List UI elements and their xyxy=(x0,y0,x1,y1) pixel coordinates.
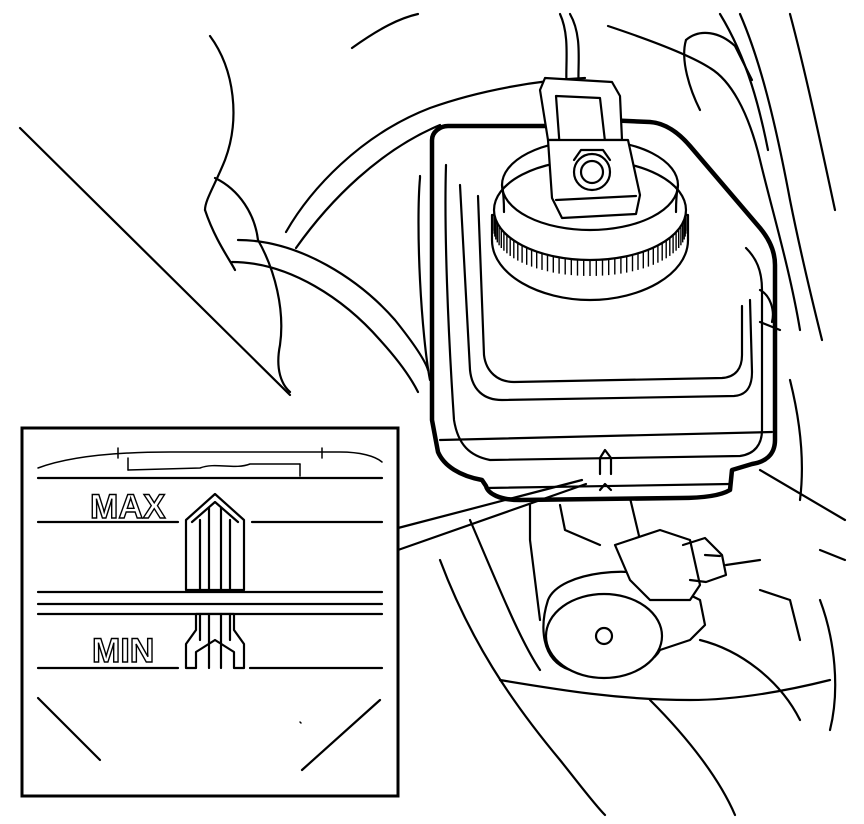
level-marker-symbol xyxy=(184,492,246,670)
max-level-label: MAX xyxy=(90,488,166,526)
min-level-label: MIN xyxy=(92,632,154,670)
inset-detail xyxy=(20,426,400,798)
master-cylinder xyxy=(528,496,762,680)
engine-bay-background xyxy=(18,12,847,817)
reservoir-level-marks xyxy=(598,448,613,492)
level-sensor-connector xyxy=(538,76,642,220)
callout-leader xyxy=(396,478,588,552)
